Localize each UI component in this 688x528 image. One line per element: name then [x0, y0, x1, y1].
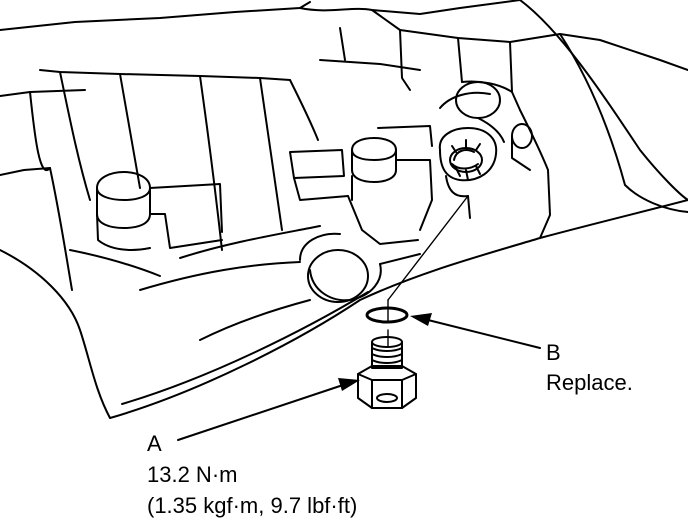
drain-hole — [438, 127, 498, 219]
callout-a-label: A — [147, 431, 162, 456]
callout-b-label: B — [546, 340, 561, 365]
transmission-case — [0, 0, 688, 419]
callout-b-leader — [410, 313, 541, 349]
sealing-washer — [365, 306, 409, 324]
callout-a-leader — [177, 378, 360, 441]
right-upper-bosses — [439, 81, 533, 171]
drain-plug-bolt — [357, 336, 417, 409]
callout-a-torque-alternate: (1.35 kgf·m, 9.7 lbf·ft) — [147, 493, 358, 518]
callout-b-replace-note: Replace. — [546, 370, 633, 395]
center-bracket — [289, 125, 433, 245]
lower-oval-boss — [299, 232, 421, 303]
left-mounting-boss — [96, 171, 223, 251]
callout-a-torque-metric: 13.2 N·m — [147, 462, 238, 487]
